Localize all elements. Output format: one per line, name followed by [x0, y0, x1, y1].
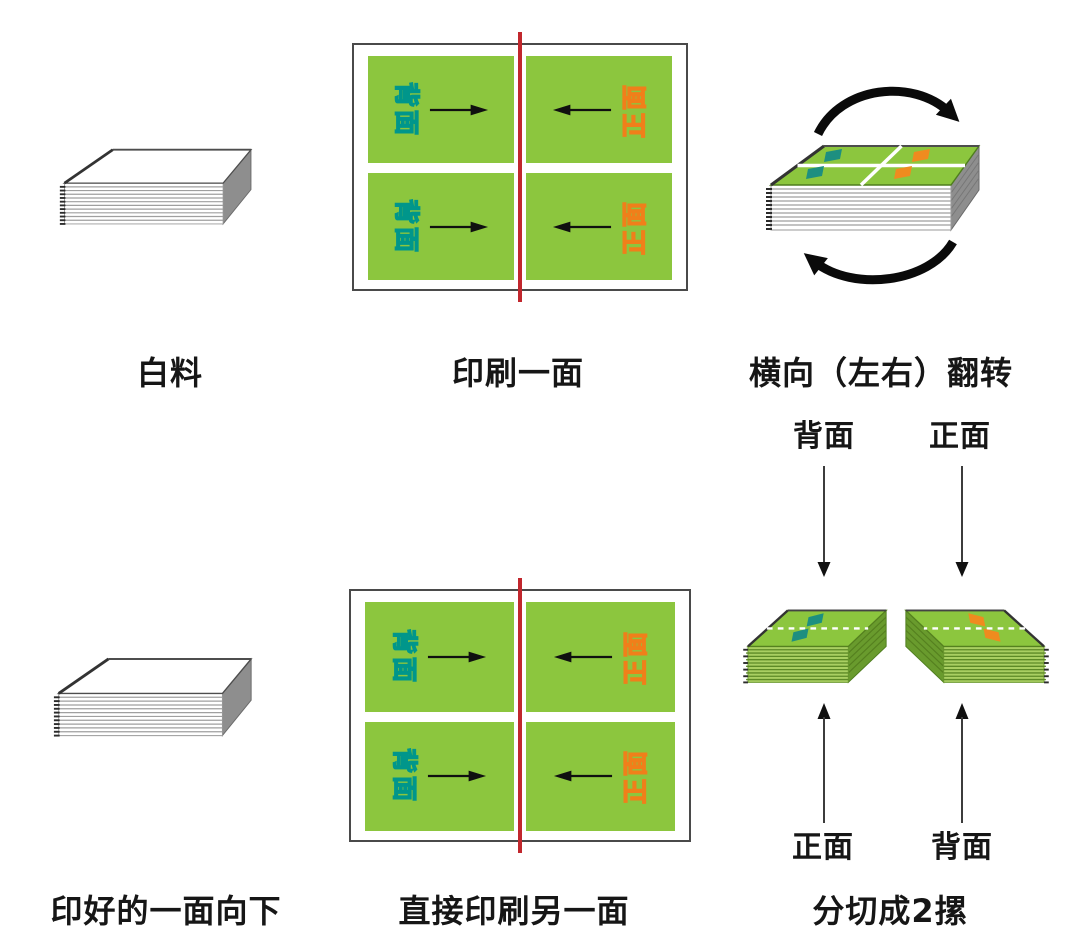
back-side-label: 背面: [391, 81, 421, 138]
back-label-box: 背面: [391, 77, 423, 143]
back-label-box: 背面: [389, 743, 421, 809]
split-bottom-right-label: 背面: [931, 830, 993, 865]
blank-paper-stack-icon: [59, 148, 253, 226]
back-label-box: 背面: [389, 624, 421, 690]
sheet-panel-back-bottom: 背面: [365, 721, 514, 831]
split-bottom-left-label: 正面: [792, 830, 854, 865]
step-label-cut-into-2-stacks: 分切成2摞: [812, 892, 968, 930]
sheet-panel-front-top: 正面: [526, 602, 675, 712]
printed-sheet-side2: 背面 正面 背面 正面: [349, 578, 691, 853]
front-label-box: 正面: [619, 743, 651, 809]
cut-line: [518, 32, 522, 302]
printed-stack: [766, 144, 981, 232]
rotate-arrow-top-icon: [813, 86, 960, 137]
step-label-print-other-side: 直接印刷另一面: [398, 892, 630, 930]
back-side-label: 背面: [389, 748, 420, 805]
step-label-print-one-side: 印刷一面: [451, 354, 584, 392]
split-top-right-label: 正面: [929, 419, 991, 454]
split-top-left-label: 背面: [793, 419, 855, 454]
face-down-paper-stack-icon: [53, 657, 253, 737]
left-arrow-icon: [553, 651, 613, 663]
right-arrow-icon: [429, 104, 488, 115]
front-side-label: 正面: [619, 198, 649, 255]
sheet-panel-front-bottom: 正面: [526, 173, 672, 280]
right-arrow-icon: [429, 221, 488, 232]
front-side-label: 正面: [620, 748, 651, 805]
front-side-label: 正面: [619, 81, 649, 138]
cut-line: [518, 578, 522, 853]
down-arrow-icon: [817, 466, 831, 577]
right-arrow-icon: [427, 770, 487, 782]
back-label-box: 背面: [391, 194, 423, 260]
front-label-box: 正面: [619, 624, 651, 690]
front-label-box: 正面: [618, 194, 649, 260]
left-arrow-icon: [552, 104, 611, 115]
sheet-panel-front-top: 正面: [526, 56, 672, 163]
up-arrow-icon: [817, 703, 831, 823]
sheet-panel-back-bottom: 背面: [368, 173, 514, 280]
step-label-printed-side-down: 印好的一面向下: [50, 892, 282, 930]
rotate-arrow-bottom-icon: [803, 239, 957, 285]
right-arrow-icon: [427, 651, 487, 663]
sheet-panel-back-top: 背面: [365, 602, 514, 712]
left-arrow-icon: [553, 770, 613, 782]
back-side-label: 背面: [389, 628, 420, 685]
step-label-horizontal-flip: 横向（左右）翻转: [748, 354, 1013, 392]
cut-stack-back-up-icon: [743, 609, 888, 684]
flip-stack-icon: [766, 86, 981, 285]
sheet-panel-front-bottom: 正面: [526, 721, 675, 831]
front-side-label: 正面: [620, 628, 651, 685]
up-arrow-icon: [955, 703, 969, 823]
step-label-blank-stock: 白料: [136, 354, 203, 392]
back-side-label: 背面: [391, 198, 421, 255]
down-arrow-icon: [955, 466, 969, 577]
sheet-panel-back-top: 背面: [368, 56, 514, 163]
cut-stack-front-up-icon: [904, 609, 1049, 684]
front-label-box: 正面: [618, 77, 649, 143]
left-arrow-icon: [552, 221, 611, 232]
printed-sheet-side1: 背面 正面 背面 正面: [352, 32, 688, 302]
